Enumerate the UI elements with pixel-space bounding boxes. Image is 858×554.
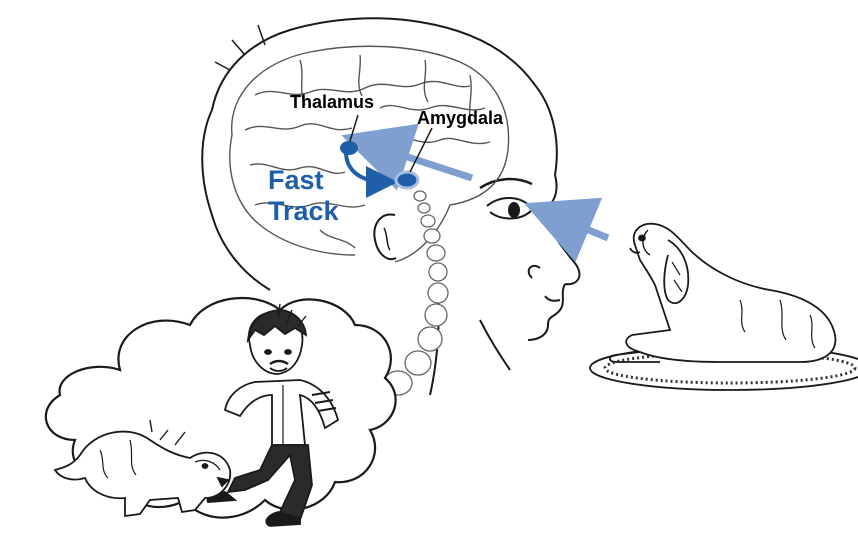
amygdala-dot [396, 172, 418, 188]
dog-to-eye-arrow [550, 214, 608, 238]
fast-track-label-line2: Track [268, 196, 340, 226]
fast-track-label-line1: Fast [268, 165, 324, 195]
thalamus-label: Thalamus [290, 92, 374, 112]
brain-drawing [230, 46, 509, 262]
eye-to-thalamus-arrow [368, 144, 472, 178]
fast-track-curve-arrow [346, 152, 386, 182]
amygdala-label: Amygdala [417, 108, 504, 128]
dog-drawing [590, 224, 858, 390]
thalamus-dot [340, 141, 358, 155]
